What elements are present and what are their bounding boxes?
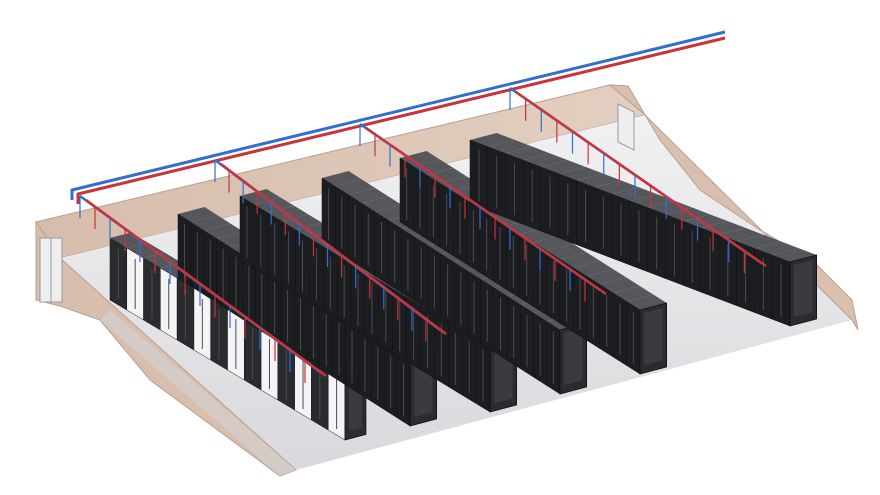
right-door: [617, 103, 635, 151]
server-rack: [281, 214, 323, 295]
server-rack: [203, 223, 244, 304]
server-rack: [629, 194, 675, 273]
server-rack: [594, 180, 639, 259]
server-rack: [190, 215, 231, 295]
server-rack: [613, 286, 654, 367]
return-pipe: [85, 198, 327, 378]
server-rack: [426, 167, 467, 248]
server-rack: [736, 234, 782, 313]
return-pipe: [76, 36, 726, 204]
cooling-pipes: [70, 30, 767, 383]
server-rack: [754, 241, 799, 320]
rack-row: [469, 133, 817, 327]
server-rack: [505, 146, 550, 225]
server-rack: [665, 207, 710, 286]
server-rack: [177, 207, 218, 287]
server-rack: [399, 151, 440, 231]
server-rack: [334, 179, 376, 260]
server-rack: [361, 196, 402, 277]
server-rack: [487, 139, 533, 218]
server-rack: [348, 187, 389, 268]
server-rack: [771, 248, 817, 327]
return-pipe: [515, 90, 767, 268]
server-rack: [523, 153, 568, 232]
server-rack: [558, 166, 604, 246]
rack-rows: [109, 133, 817, 441]
return-pipe: [365, 126, 607, 296]
return-pipe: [220, 163, 447, 335]
server-rack: [321, 171, 362, 251]
server-rack: [109, 232, 148, 311]
server-rack: [599, 277, 640, 358]
supply-pipe: [70, 30, 726, 200]
server-rack: [576, 173, 622, 252]
server-rack: [469, 133, 515, 212]
server-rack: [647, 200, 693, 279]
server-rack: [239, 189, 281, 269]
server-rack: [718, 227, 764, 307]
